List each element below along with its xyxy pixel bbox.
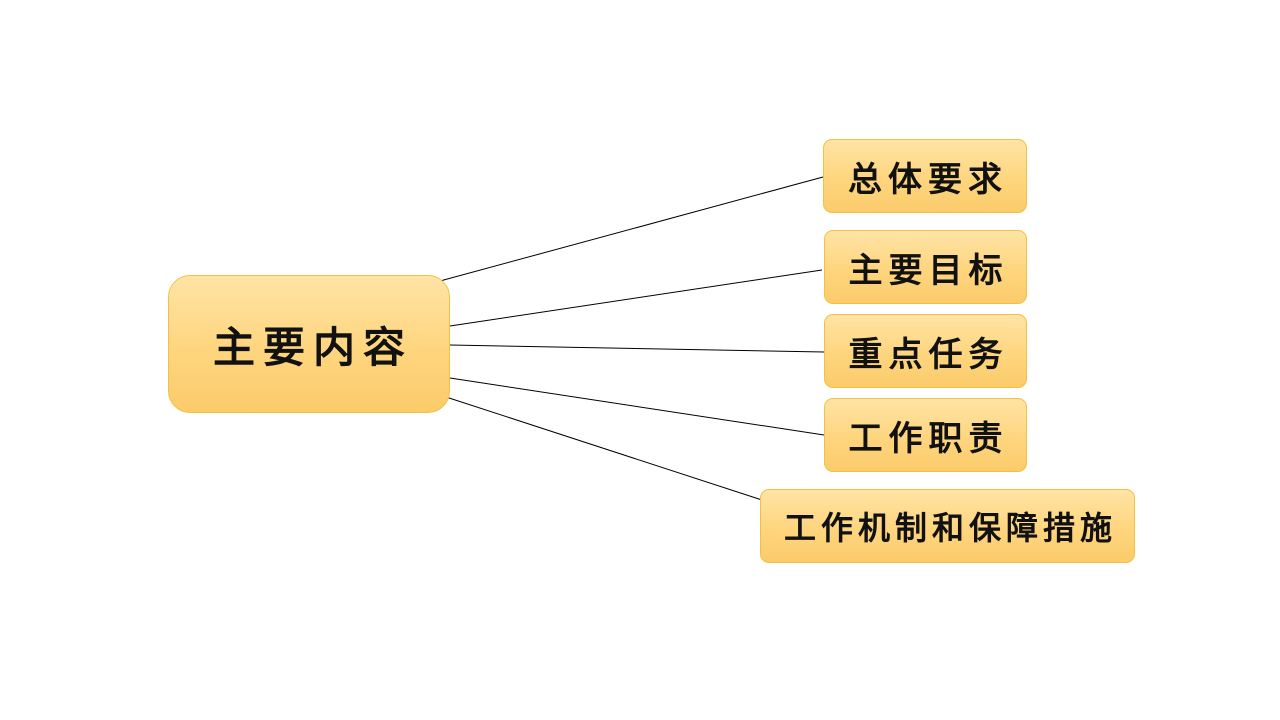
branch-node-label: 工作机制和保障措施 [783, 509, 1117, 547]
branch-node-key-tasks: 重点任务 [824, 314, 1027, 388]
connector-line-4 [449, 377, 825, 436]
branch-node-main-goals: 主要目标 [824, 230, 1027, 304]
connector-line-3 [449, 344, 825, 353]
branch-node-label: 总体要求 [848, 159, 1008, 200]
branch-node-label: 工作职责 [848, 418, 1009, 459]
branch-node-mechanisms-and-safeguards: 工作机制和保障措施 [760, 489, 1135, 563]
connector-line-1 [439, 176, 824, 282]
branch-node-work-responsibilities: 工作职责 [824, 398, 1027, 472]
connector-line-5 [445, 396, 763, 501]
central-node-label: 主要内容 [212, 322, 413, 372]
central-node: 主要内容 [168, 275, 450, 413]
branch-node-label: 重点任务 [848, 334, 1009, 375]
connector-line-2 [449, 269, 823, 327]
branch-node-label: 主要目标 [848, 250, 1009, 291]
branch-node-overall-requirements: 总体要求 [823, 139, 1027, 213]
